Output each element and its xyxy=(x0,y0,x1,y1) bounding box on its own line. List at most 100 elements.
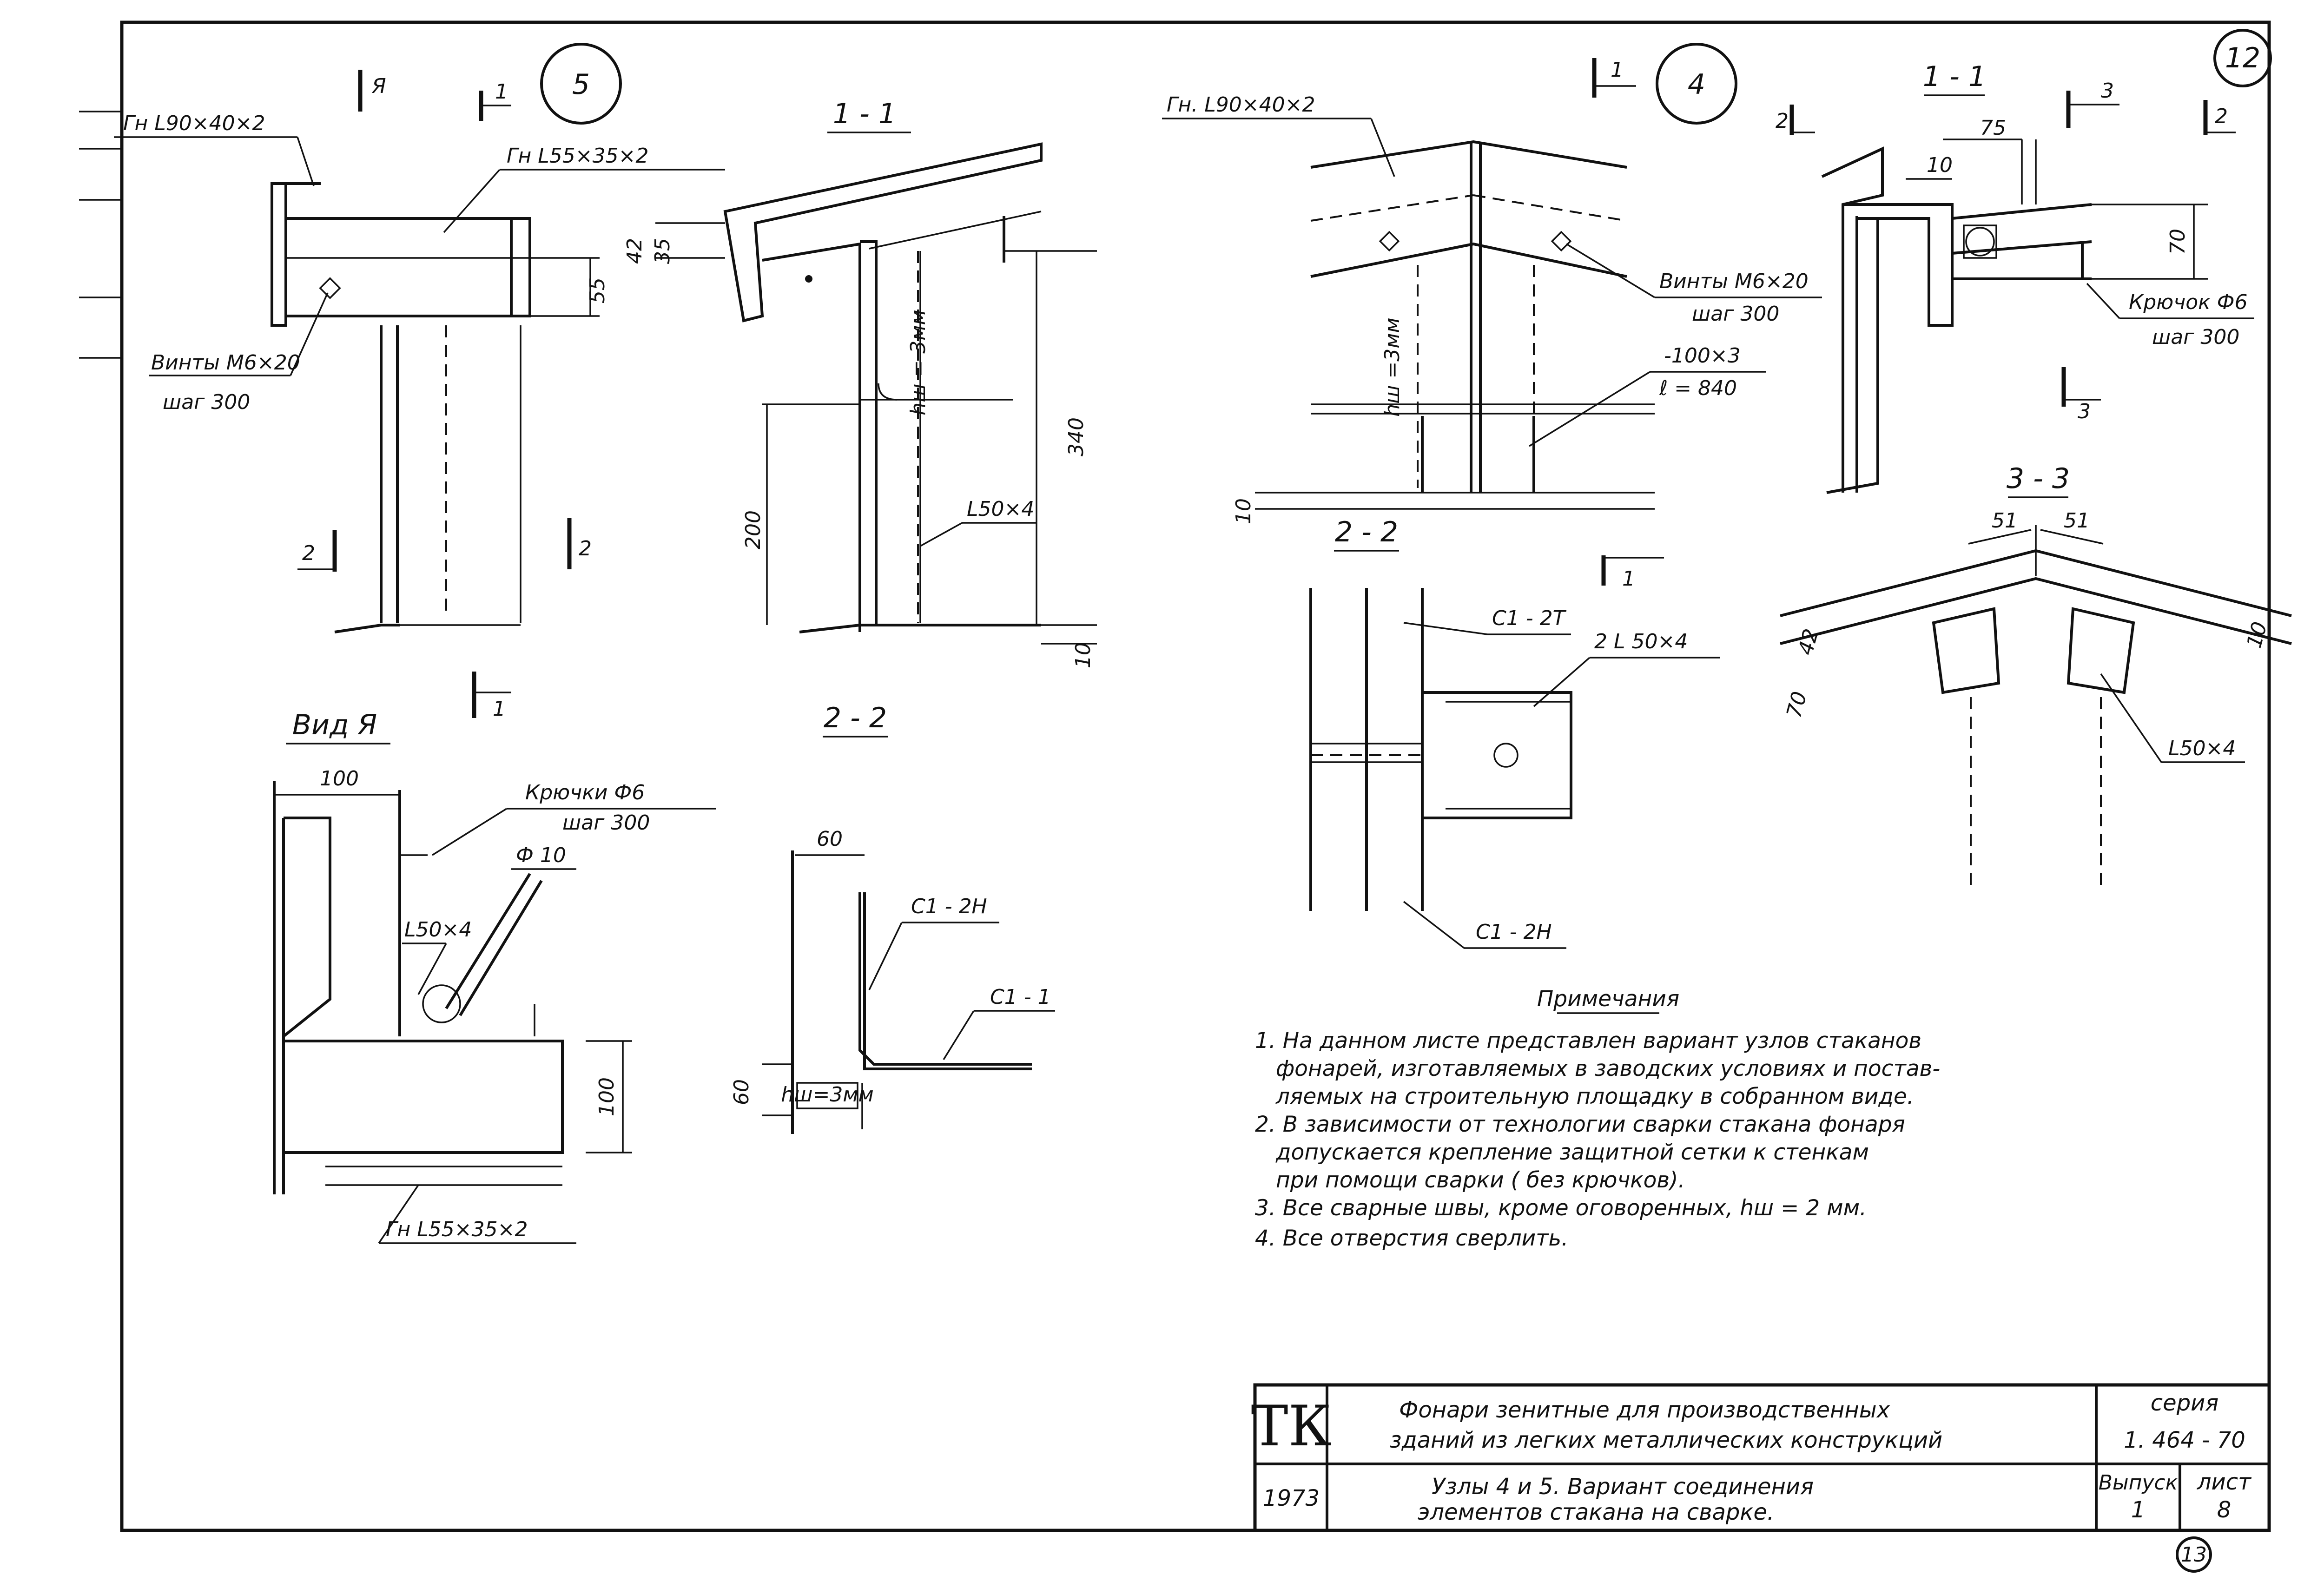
node-5-cut-2-right: 2 xyxy=(579,537,592,560)
node-5-angle-top: Гн L90×40×2 xyxy=(123,112,265,135)
notes-line-8: 4. Все отверстия сверлить. xyxy=(1255,1226,1568,1251)
section-1-1-right-dim-75: 75 xyxy=(1980,116,2006,140)
view-ya-title: Вид Я xyxy=(292,709,377,741)
section-3-3-dim-10: 10 xyxy=(2242,619,2272,651)
section-3-3-dim-51-right: 51 xyxy=(2064,509,2090,533)
section-1-1-right-cut-3: 3 xyxy=(2101,79,2114,103)
title-block-logo: ТК xyxy=(1251,1394,1332,1459)
node-5-cut-label: 1 xyxy=(495,80,508,104)
view-ya-bottom-angle: Гн L55×35×2 xyxy=(386,1218,528,1241)
title-block: ТК 1973 Фонари зенитные для производстве… xyxy=(1251,1383,2271,1532)
section-2-2-right-cut-1: 1 xyxy=(1622,567,1635,591)
section-2-2-left-weld-size: hш=3мм xyxy=(781,1083,873,1107)
section-1-1-right-cut-2-right: 2 xyxy=(2215,105,2228,128)
node-4-plate: -100×3 xyxy=(1664,344,1741,368)
notes-line-7: 3. Все сварные швы, кроме оговоренных, h… xyxy=(1255,1195,1867,1221)
title-block-title-2: зданий из легких металлических конструкц… xyxy=(1390,1427,1942,1453)
node-5-circle xyxy=(540,43,622,125)
node-5-cut-2-left: 2 xyxy=(302,541,315,565)
section-3-3-title: 3 - 3 xyxy=(2007,462,2070,495)
node-5: 5 1 Я 55 Гн L90×40×2 Гн L55×35×2 xyxy=(114,43,725,721)
section-2-2-right-title: 2 - 2 xyxy=(1335,516,1398,548)
section-3-3-dim-70: 70 xyxy=(1782,689,1812,720)
title-block-series-value: 1. 464 - 70 xyxy=(2124,1427,2245,1453)
title-block-issue-value: 1 xyxy=(2131,1497,2146,1523)
view-ya-hooks: Крючки Ф6 xyxy=(525,781,645,804)
view-ya-angle: L50×4 xyxy=(404,918,472,942)
notes-line-2: фонарей, изготавляемых в заводских услов… xyxy=(1276,1056,1940,1081)
section-3-3: 3 - 3 51 51 42 70 10 L50×4 xyxy=(1780,462,2292,892)
section-2-2-left-weld-bottom: С1 - 1 xyxy=(990,985,1051,1009)
node-4: 4 1 Гн. L90×40×2 10 hш =3мм Винты М6×20 … xyxy=(1162,43,1822,524)
view-ya-dim-100-right: 100 xyxy=(595,1077,619,1116)
section-1-1-left: 1 - 1 42 35 200 340 10 hш = 3мм L50×4 xyxy=(623,98,1097,668)
node-4-plate-len: ℓ = 840 xyxy=(1659,376,1737,400)
section-2-2-right-weld-top: С1 - 2Т xyxy=(1492,606,1567,630)
section-2-2-left-title: 2 - 2 xyxy=(824,702,887,734)
section-1-1-right-cut-2-left: 2 xyxy=(1776,109,1789,133)
sheet-corner-number: 12 xyxy=(2225,42,2260,74)
section-1-1-left-title: 1 - 1 xyxy=(833,98,896,130)
sheet-corner-circle xyxy=(2213,29,2272,87)
view-ya-rod: Ф 10 xyxy=(516,844,566,867)
section-1-1-left-dim-340: 340 xyxy=(1064,417,1088,456)
section-1-1-left-dim-35: 35 xyxy=(651,238,674,264)
title-block-sheet-value: 8 xyxy=(2217,1497,2232,1523)
title-block-issue-label: Выпуск xyxy=(2099,1471,2178,1495)
section-1-1-left-weld: hш = 3мм xyxy=(906,310,930,415)
section-1-1-right-dim-70: 70 xyxy=(2166,229,2190,255)
section-2-2-right-angle: 2 L 50×4 xyxy=(1594,630,1688,653)
notes: Примечания 1. На данном листе представле… xyxy=(1255,986,1940,1251)
sheet-bottom-circle xyxy=(2176,1536,2212,1573)
notes-line-5: допускается крепление защитной сетки к с… xyxy=(1275,1140,1869,1165)
node-4-screws: Винты М6×20 xyxy=(1659,270,1809,293)
title-block-title-1: Фонари зенитные для производственных xyxy=(1399,1397,1890,1423)
section-1-1-left-angle: L50×4 xyxy=(967,497,1034,521)
section-3-3-dim-42: 42 xyxy=(1794,626,1823,658)
node-4-angle: Гн. L90×40×2 xyxy=(1167,93,1315,117)
section-1-1-right-hook: Крючок Ф6 xyxy=(2129,290,2248,314)
section-1-1-right-dim-10: 10 xyxy=(1927,153,1953,177)
section-1-1-left-dim-42: 42 xyxy=(623,238,647,264)
sheet-bottom-mark: 13 xyxy=(2181,1543,2207,1567)
title-block-subtitle-2: элементов стакана на сварке. xyxy=(1418,1499,1774,1525)
title-block-sheet-label: лист xyxy=(2197,1469,2252,1495)
node-4-number: 4 xyxy=(1688,68,1705,101)
node-5-dim-55: 55 xyxy=(586,277,609,303)
node-5-angle-mid: Гн L55×35×2 xyxy=(507,144,649,168)
view-ya-mark: Я xyxy=(371,74,386,98)
node-5-number: 5 xyxy=(572,68,590,101)
view-ya-hooks-step: шаг 300 xyxy=(562,811,650,835)
section-2-2-left-dim-60-side: 60 xyxy=(730,1079,753,1105)
sheet-frame xyxy=(120,20,2271,1532)
notes-line-3: ляемых на строительную площадку в собран… xyxy=(1275,1084,1914,1109)
title-block-series-label: серия xyxy=(2151,1390,2218,1416)
section-2-2-right: 2 - 2 1 С1 - 2Т 2 L 50×4 С1 - 2Н xyxy=(1309,516,1720,949)
section-1-1-right: 1 - 1 3 2 2 75 10 70 Крючок Ф6 шаг 300 xyxy=(1776,60,2254,494)
section-1-1-left-dim-10: 10 xyxy=(1071,642,1095,668)
node-4-dim-10: 10 xyxy=(1232,498,1255,524)
node-5-screws: Винты М6×20 xyxy=(151,351,300,375)
notes-title: Примечания xyxy=(1537,986,1679,1012)
node-4-screws-step: шаг 300 xyxy=(1692,302,1779,326)
notes-line-4: 2. В зависимости от технологии сварки ст… xyxy=(1255,1112,1905,1137)
node-4-cut-label: 1 xyxy=(1611,58,1624,82)
node-5-cut-1-bottom: 1 xyxy=(493,697,506,721)
section-2-2-right-weld-bottom: С1 - 2Н xyxy=(1476,920,1552,944)
title-block-year: 1973 xyxy=(1263,1485,1320,1511)
section-1-1-left-dim-200: 200 xyxy=(741,510,765,549)
section-1-1-right-hook-step: шаг 300 xyxy=(2152,325,2239,349)
section-2-2-left-dim-60-top: 60 xyxy=(817,827,843,851)
notes-line-1: 1. На данном листе представлен вариант у… xyxy=(1255,1028,1921,1054)
node-4-circle xyxy=(1656,43,1737,125)
notes-line-6: при помощи сварки ( без крючков). xyxy=(1276,1167,1685,1193)
section-1-1-right-cut-3-bottom: 3 xyxy=(2078,400,2091,423)
section-1-1-right-title: 1 - 1 xyxy=(1923,60,1986,93)
node-4-weld: hш =3мм xyxy=(1380,317,1404,416)
title-block-subtitle-1: Узлы 4 и 5. Вариант соединения xyxy=(1432,1474,1814,1500)
section-3-3-dim-51-left: 51 xyxy=(1992,509,2018,533)
view-ya-dim-100-top: 100 xyxy=(320,767,359,791)
section-2-2-left-weld-top: С1 - 2Н xyxy=(911,895,987,918)
section-2-2-left: 2 - 2 60 60 С1 - 2Н С1 - 1 hш=3мм xyxy=(730,702,1055,1134)
